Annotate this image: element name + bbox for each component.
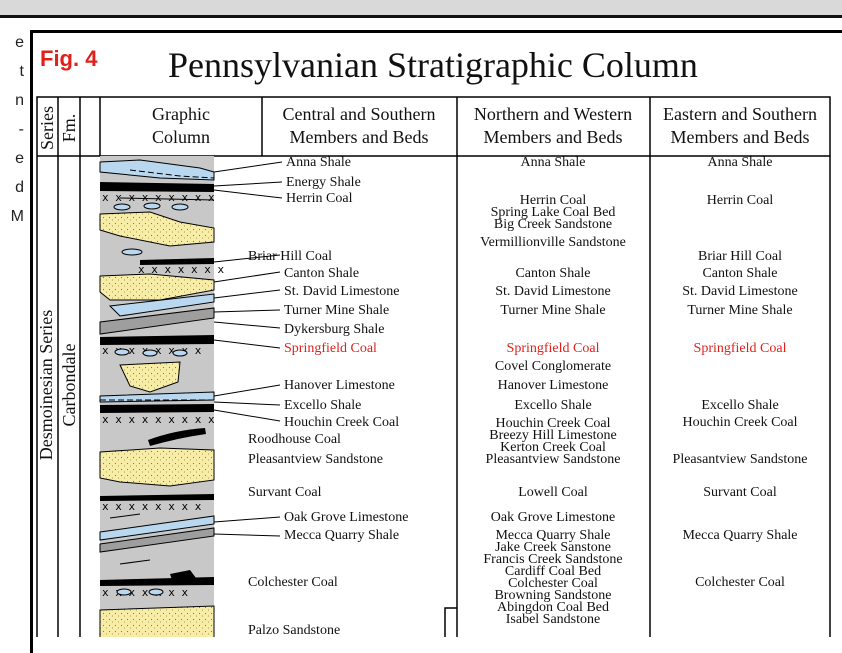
northern-unit: Kerton Creek Coal bbox=[500, 440, 606, 455]
northern-unit: Oak Grove Limestone bbox=[491, 510, 615, 525]
side-text-line: n bbox=[15, 92, 24, 109]
eastern-unit: Survant Coal bbox=[703, 485, 777, 500]
side-text-line: t bbox=[19, 63, 24, 80]
side-text-line: - bbox=[18, 121, 24, 138]
northern-unit: Browning Sandstone bbox=[494, 588, 611, 603]
central-unit: Palzo Sandstone bbox=[248, 623, 340, 637]
figure-title: Pennsylvanian Stratigraphic Column bbox=[168, 45, 698, 85]
leader-lines bbox=[213, 161, 283, 537]
unconformity-bracket bbox=[444, 607, 457, 637]
eastern-unit: Excello Shale bbox=[701, 398, 778, 413]
central-unit: Excello Shale bbox=[284, 398, 361, 413]
eastern-unit: Canton Shale bbox=[702, 266, 777, 281]
northern-unit: Francis Creek Sandstone bbox=[483, 552, 622, 567]
northern-unit: Abingdon Coal Bed bbox=[497, 600, 609, 615]
central-unit: Mecca Quarry Shale bbox=[284, 528, 399, 543]
eastern-units: Anna Shale Herrin Coal Briar Hill Coal C… bbox=[673, 155, 808, 590]
figure-frame bbox=[30, 30, 842, 653]
eastern-unit: St. David Limestone bbox=[682, 284, 798, 299]
northern-unit: Canton Shale bbox=[515, 266, 590, 281]
eastern-unit: Briar Hill Coal bbox=[698, 249, 782, 264]
central-unit: Pleasantview Sandstone bbox=[248, 452, 383, 467]
side-text-line: d bbox=[15, 179, 24, 196]
central-unit: Houchin Creek Coal bbox=[284, 415, 399, 430]
stratigraphic-column: Series Fm. Graphic Column Central and So… bbox=[36, 96, 831, 637]
northern-unit: St. David Limestone bbox=[495, 284, 611, 299]
northern-unit: Spring Lake Coal Bed bbox=[491, 205, 616, 220]
header-graphic-line2: Column bbox=[152, 127, 210, 147]
central-unit: Anna Shale bbox=[286, 155, 351, 170]
central-unit: Canton Shale bbox=[284, 266, 359, 281]
northern-unit: Anna Shale bbox=[521, 155, 586, 170]
seat-earth-symbols: x x x x x x x bbox=[138, 263, 224, 276]
figure-label: Fig. 4 bbox=[40, 46, 98, 71]
side-text-fragment: e t n - e d M bbox=[0, 28, 24, 231]
eastern-unit: Colchester Coal bbox=[695, 575, 785, 590]
eastern-unit-highlight: Springfield Coal bbox=[694, 341, 787, 356]
central-unit: Roodhouse Coal bbox=[248, 432, 341, 447]
header-graphic-line1: Graphic bbox=[152, 104, 210, 124]
central-units: Anna Shale Energy Shale Herrin Coal Bria… bbox=[248, 155, 408, 637]
seat-earth-symbols: x x x x x x x x x bbox=[102, 413, 215, 426]
header-fm: Fm. bbox=[59, 114, 79, 143]
central-unit: Oak Grove Limestone bbox=[284, 510, 408, 525]
northern-unit: Herrin Coal bbox=[520, 193, 587, 208]
header-series: Series bbox=[37, 106, 57, 150]
header-northern-line2: Members and Beds bbox=[484, 127, 623, 147]
eastern-unit: Houchin Creek Coal bbox=[682, 415, 797, 430]
northern-unit: Hanover Limestone bbox=[498, 378, 609, 393]
northern-unit: Mecca Quarry Shale bbox=[495, 528, 610, 543]
northern-unit: Pleasantview Sandstone bbox=[486, 452, 621, 467]
header-central-line1: Central and Southern bbox=[283, 104, 436, 124]
series-name: Desmoinesian Series bbox=[36, 310, 56, 460]
northern-unit: Lowell Coal bbox=[518, 485, 588, 500]
seat-earth-symbols: x x x x x x x bbox=[102, 586, 188, 599]
northern-unit-highlight: Springfield Coal bbox=[507, 341, 600, 356]
eastern-unit: Anna Shale bbox=[708, 155, 773, 170]
eastern-unit: Mecca Quarry Shale bbox=[682, 528, 797, 543]
top-bar bbox=[0, 0, 842, 18]
central-unit: Energy Shale bbox=[286, 175, 361, 190]
northern-unit: Covel Conglomerate bbox=[495, 359, 611, 374]
header-eastern-line1: Eastern and Southern bbox=[663, 104, 817, 124]
graphic-column-art: x x x x x x x x x x x x x x x x x x x x … bbox=[99, 156, 224, 637]
central-unit: Turner Mine Shale bbox=[284, 303, 389, 318]
northern-unit: Excello Shale bbox=[514, 398, 591, 413]
header-northern-line1: Northern and Western bbox=[474, 104, 632, 124]
side-text-line: e bbox=[15, 150, 24, 167]
northern-unit: Cardiff Coal Bed bbox=[505, 564, 601, 579]
northern-unit: Breezy Hill Limestone bbox=[489, 428, 617, 443]
northern-unit: Jake Creek Sanstone bbox=[495, 540, 611, 555]
eastern-unit: Pleasantview Sandstone bbox=[673, 452, 808, 467]
northern-unit: Turner Mine Shale bbox=[500, 303, 605, 318]
northern-unit: Isabel Sandstone bbox=[506, 612, 600, 627]
central-unit: St. David Limestone bbox=[284, 284, 400, 299]
northern-units: Anna Shale Herrin Coal Spring Lake Coal … bbox=[480, 155, 626, 627]
northern-unit: Vermillionville Sandstone bbox=[480, 235, 626, 250]
seat-earth-symbols: x x x x x x x x x bbox=[102, 191, 215, 204]
central-unit: Briar Hill Coal bbox=[248, 249, 332, 264]
header-central-line2: Members and Beds bbox=[290, 127, 429, 147]
central-unit: Survant Coal bbox=[248, 485, 322, 500]
formation-name: Carbondale bbox=[59, 344, 79, 427]
northern-unit: Houchin Creek Coal bbox=[495, 416, 610, 431]
central-unit-highlight: Springfield Coal bbox=[284, 341, 377, 356]
header-eastern-line2: Members and Beds bbox=[671, 127, 810, 147]
side-text-line: e bbox=[15, 34, 24, 51]
northern-unit: Big Creek Sandstone bbox=[494, 217, 612, 232]
eastern-unit: Herrin Coal bbox=[707, 193, 774, 208]
central-unit: Herrin Coal bbox=[286, 191, 353, 206]
northern-unit: Colchester Coal bbox=[508, 576, 598, 591]
side-text-line: M bbox=[10, 208, 24, 225]
seat-earth-symbols: x x x x x x x x bbox=[102, 500, 202, 513]
central-unit: Hanover Limestone bbox=[284, 378, 395, 393]
eastern-unit: Turner Mine Shale bbox=[687, 303, 792, 318]
central-unit: Dykersburg Shale bbox=[284, 322, 384, 337]
central-unit: Colchester Coal bbox=[248, 575, 338, 590]
